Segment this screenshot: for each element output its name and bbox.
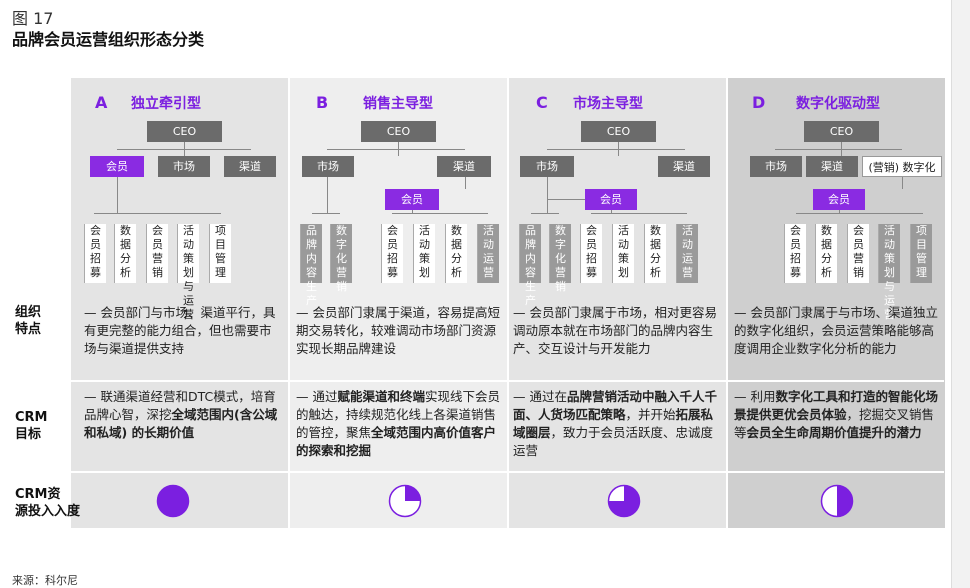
source-note: 来源：科尔尼 (12, 574, 78, 587)
member-box: 会员 (813, 189, 865, 210)
row-label-org: 组织特点 (15, 305, 42, 337)
column-c-bg (509, 78, 726, 528)
org-text-d: — 会员部门隶属于与市场、渠道独立的数字化组织，会员运营策略能够高度调用企业数字… (734, 305, 938, 356)
ceo-box: CEO (581, 121, 656, 142)
digital-box: (营销) 数字化 (862, 156, 942, 177)
leaf-event-planning: 活动策划 (612, 224, 634, 283)
crm-text-c: — 通过在品牌营销活动中融入千人千面、人货场匹配策略，并开始拓展私域圈层，致力于… (513, 389, 717, 458)
leaf-data-analysis: 数据分析 (445, 224, 467, 283)
column-b-letter: B (316, 93, 329, 112)
leaf-project-mgmt: 项目管理 (910, 224, 932, 283)
channel-box: 渠道 (806, 156, 858, 177)
pie-fill (608, 485, 640, 517)
org-text-a: — 会员部门与市场、渠道平行，具有更完整的能力组合，但也需要市场与渠道提供支持 (84, 305, 276, 356)
leaf-event-planning: 活动策划 (413, 224, 435, 283)
leaf-member-recruit: 会员招募 (381, 224, 403, 283)
market-box: 市场 (750, 156, 802, 177)
org-text-c: — 会员部门隶属于市场，相对更容易调动原本就在市场部门的品牌内容生产、交互设计与… (513, 305, 717, 356)
ceo-box: CEO (804, 121, 879, 142)
pie-fill (837, 485, 853, 517)
member-box: 会员 (90, 156, 144, 177)
leaf-event-planning: 活动策划与运营 (878, 224, 900, 321)
leaf-project-mgmt: 项目管理 (209, 224, 231, 283)
figure-number: 图 17 (12, 9, 54, 28)
invest-pie-b (388, 484, 422, 518)
leaf-data-analysis: 数据分析 (815, 224, 837, 283)
channel-box: 渠道 (224, 156, 276, 177)
column-a-title: 独立牵引型 (131, 96, 201, 112)
pie-fill (157, 485, 189, 517)
column-a-bg (71, 78, 288, 528)
row-label-invest: CRM资源投入入度 (15, 487, 81, 519)
page-edge (951, 0, 970, 588)
column-a-letter: A (95, 93, 108, 112)
leaf-digital-marketing: 数字化营销 (549, 224, 571, 293)
leaf-member-recruit: 会员招募 (580, 224, 602, 283)
crm-text-b: — 通过赋能渠道和终端实现线下会员的触达，持续规范化线上各渠道销售的管控，聚焦全… (296, 389, 501, 458)
leaf-member-marketing: 会员营销 (146, 224, 168, 283)
leaf-data-analysis: 数据分析 (644, 224, 666, 283)
leaf-event-ops: 活动运营 (477, 224, 499, 283)
leaf-event-planning: 活动策划与运营 (177, 224, 199, 321)
invest-pie-c (607, 484, 641, 518)
leaf-brand-content: 品牌内容生产 (519, 224, 541, 307)
market-box: 市场 (158, 156, 210, 177)
column-b-title: 销售主导型 (363, 96, 433, 112)
channel-box: 渠道 (437, 156, 491, 177)
column-c-title: 市场主导型 (573, 96, 643, 112)
member-box: 会员 (385, 189, 439, 210)
leaf-data-analysis: 数据分析 (114, 224, 136, 283)
ceo-box: CEO (361, 121, 436, 142)
row-separator (12, 380, 944, 382)
invest-pie-d (820, 484, 854, 518)
market-box: 市场 (520, 156, 574, 177)
row-separator (12, 471, 944, 473)
leaf-member-recruit: 会员招募 (784, 224, 806, 283)
crm-text-a: — 联通渠道经营和DTC模式，培育品牌心智，深挖全域范围内(含公域和私域) 的长… (84, 389, 278, 440)
column-c-letter: C (536, 93, 548, 112)
column-d-bg (728, 78, 945, 528)
org-text-b: — 会员部门隶属于渠道，容易提高短期交易转化，较难调动市场部门资源实现长期品牌建… (296, 305, 500, 356)
ceo-box: CEO (147, 121, 222, 142)
crm-text-d: — 利用数字化工具和打造的智能化场景提供更优会员体验，挖掘交叉销售等会员全生命周… (734, 389, 938, 440)
leaf-brand-content: 品牌内容生产 (300, 224, 322, 307)
pie-fill (405, 485, 421, 501)
figure-title: 品牌会员运营组织形态分类 (12, 30, 205, 49)
column-d-title: 数字化驱动型 (796, 96, 880, 112)
leaf-member-marketing: 会员营销 (847, 224, 869, 283)
invest-pie-a (156, 484, 190, 518)
market-box: 市场 (302, 156, 354, 177)
leaf-event-ops: 活动运营 (676, 224, 698, 283)
leaf-digital-marketing: 数字化营销 (330, 224, 352, 293)
channel-box: 渠道 (658, 156, 710, 177)
column-d-letter: D (752, 93, 766, 112)
member-box: 会员 (585, 189, 637, 210)
leaf-member-recruit: 会员招募 (84, 224, 106, 283)
